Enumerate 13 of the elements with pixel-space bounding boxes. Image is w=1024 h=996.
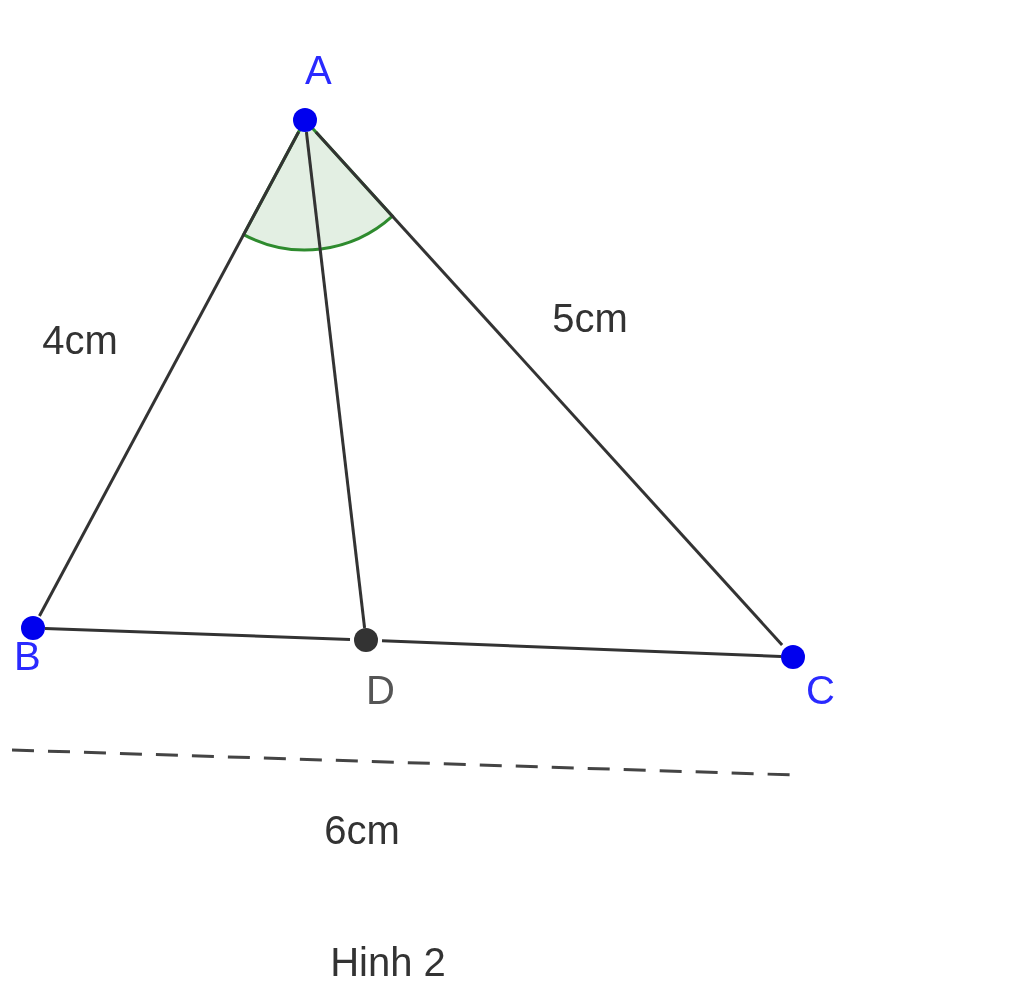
line-segment — [38, 131, 300, 617]
point-label: C — [806, 670, 835, 710]
point-label: D — [366, 670, 395, 710]
length-label: 6cm — [324, 808, 400, 852]
length-label: 5cm — [552, 296, 628, 340]
figure-caption: Hinh 2 — [330, 940, 446, 984]
point-label: B — [14, 636, 41, 676]
line-segment — [44, 626, 351, 641]
line-segment — [381, 639, 782, 658]
line-segment — [314, 131, 784, 646]
length-label: 4cm — [42, 318, 118, 362]
point-label: A — [305, 50, 332, 90]
line-segment — [304, 131, 367, 629]
